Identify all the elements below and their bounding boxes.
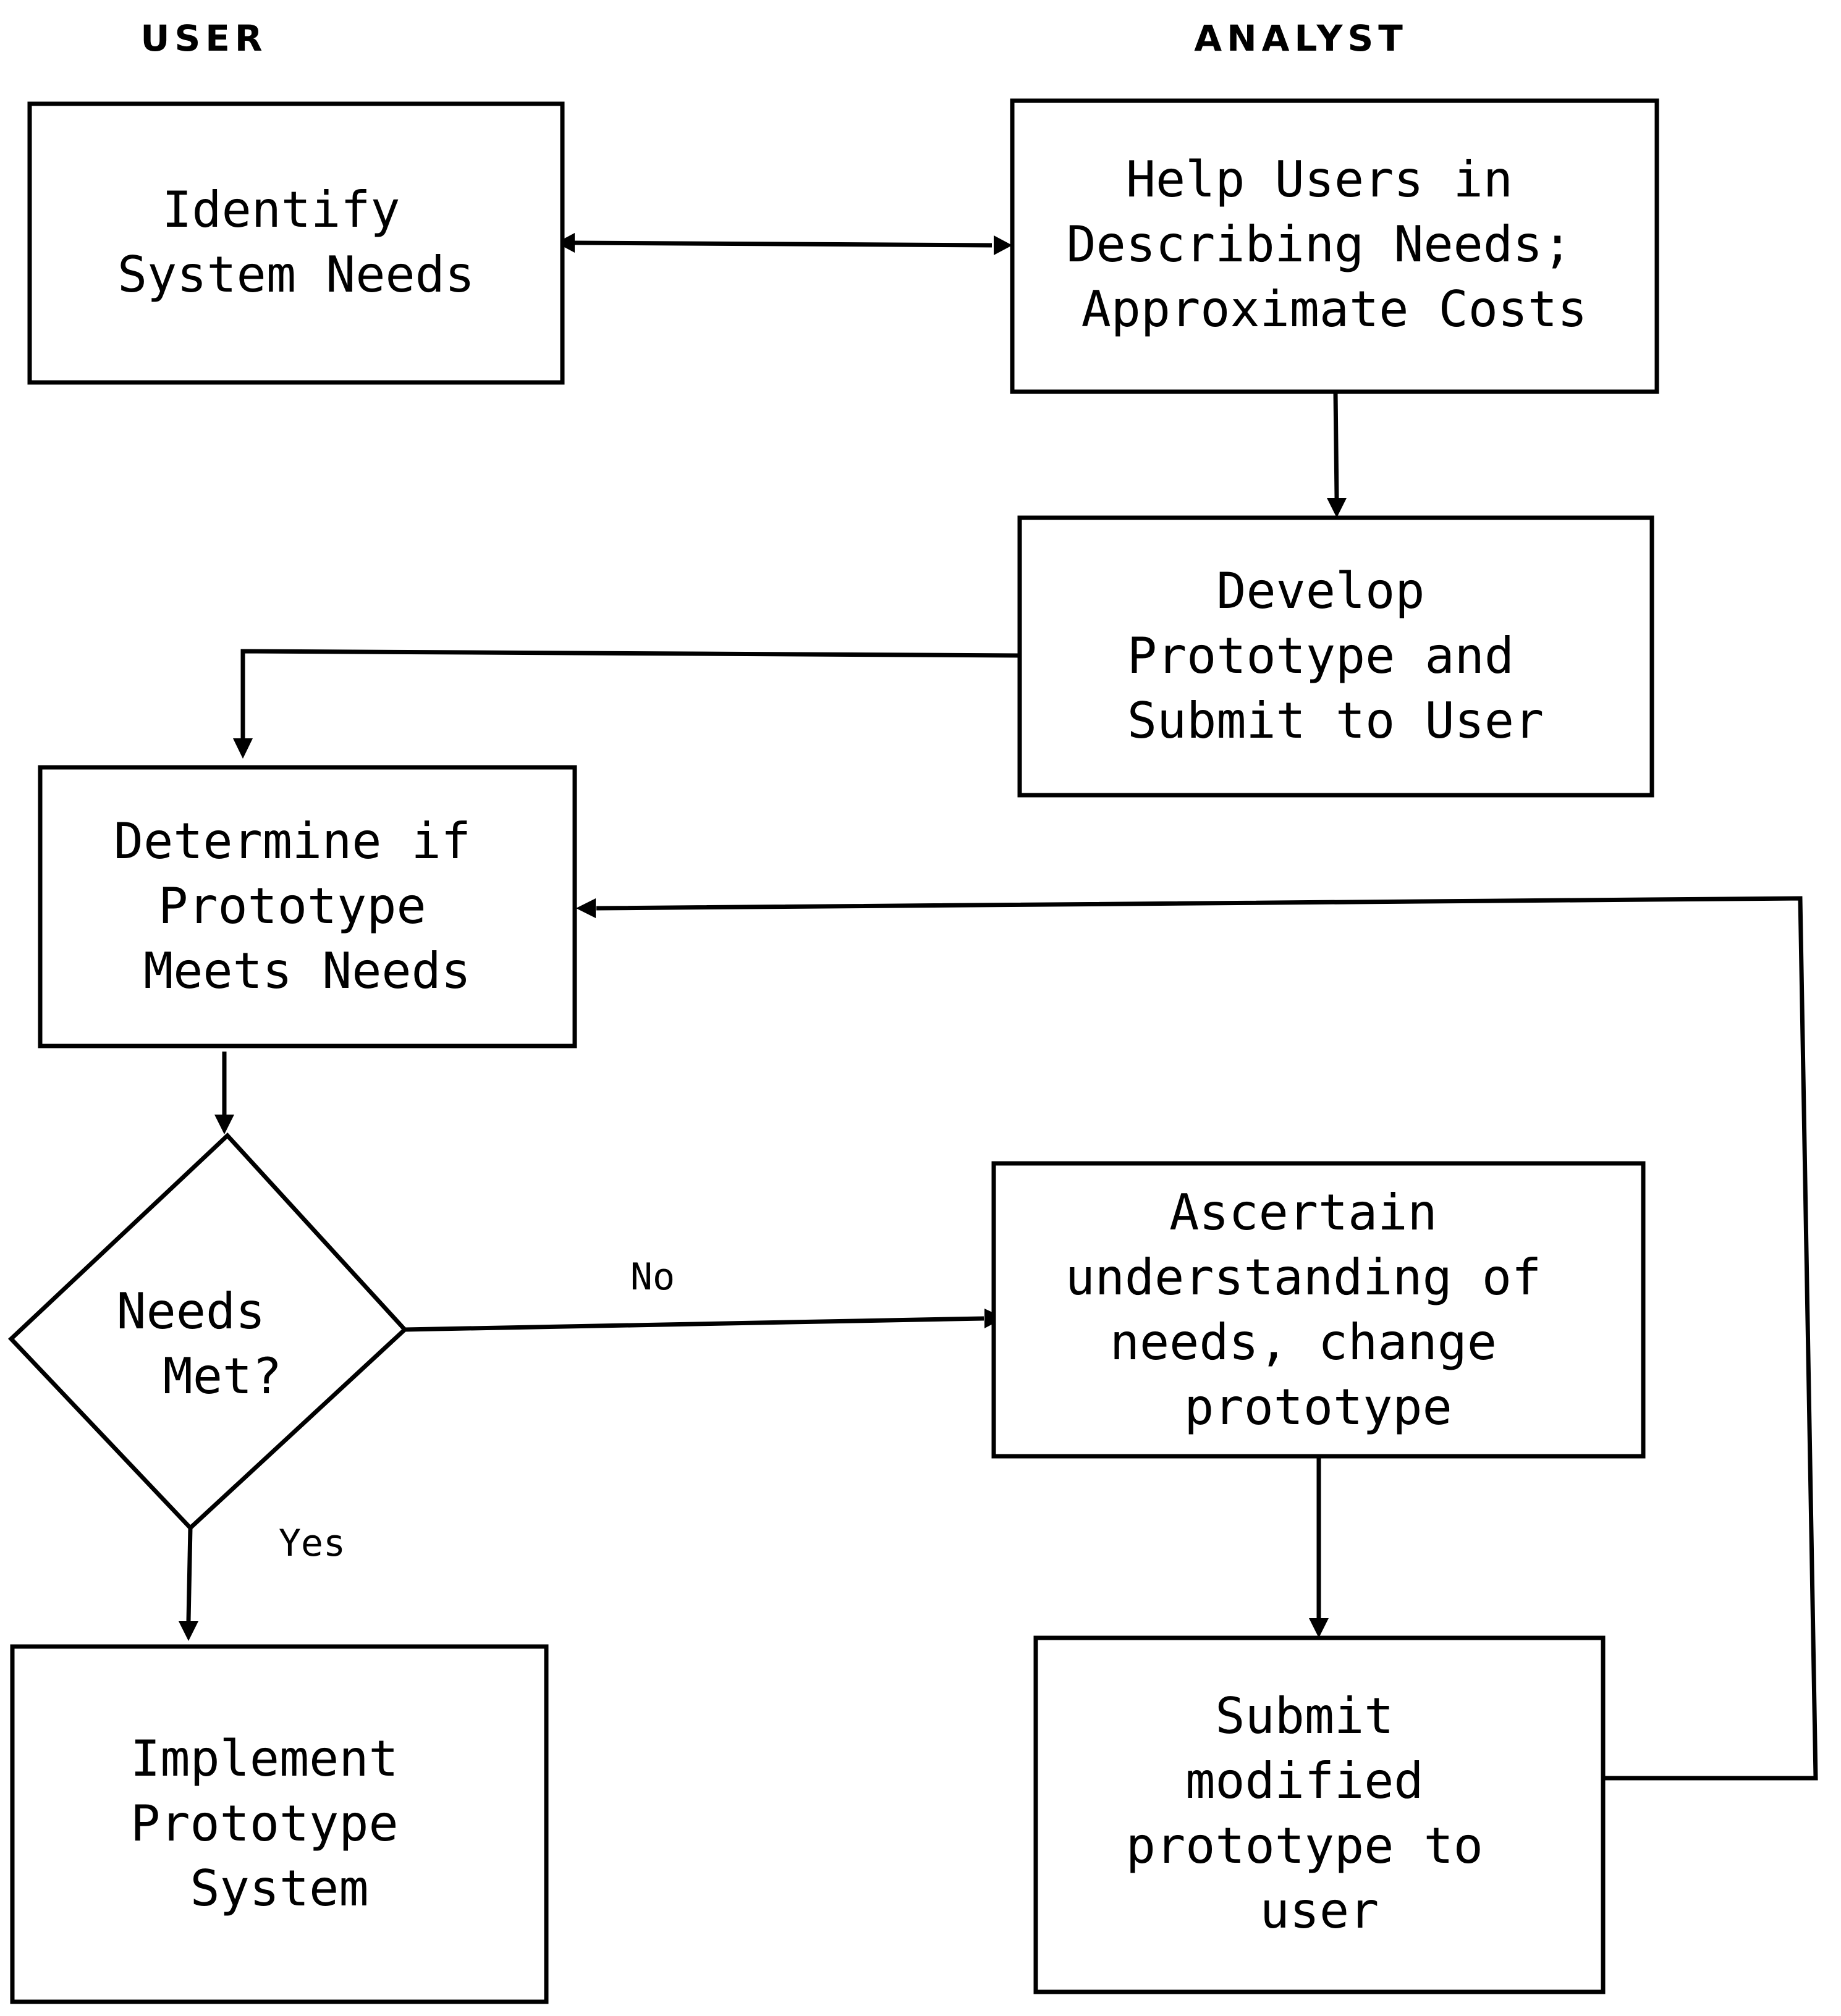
node-text-line: Implement xyxy=(130,1730,398,1787)
box-identify-system-needs xyxy=(27,101,565,385)
analyst-lane-header: ANALYST xyxy=(1194,17,1408,59)
node-text-line: Prototype xyxy=(158,877,426,935)
node-text-line: Ascertain xyxy=(1169,1184,1437,1241)
node-text-line: System xyxy=(190,1860,369,1917)
box-determine-meets-needs xyxy=(38,765,577,1048)
arrowhead-down-decision xyxy=(214,1115,234,1134)
connectors xyxy=(179,233,1818,1781)
decision-needs-met: Needs Met? xyxy=(8,1132,408,1531)
node-text-line: understanding of xyxy=(1065,1249,1542,1306)
node-text-line: prototype xyxy=(1184,1378,1452,1436)
node-text-line: Submit to User xyxy=(1127,692,1544,749)
arrowhead-down-submit xyxy=(1309,1618,1329,1638)
node-text-line: Submit xyxy=(1215,1687,1394,1745)
box-implement-prototype xyxy=(10,1644,549,2004)
edge-label-yes: Yes xyxy=(279,1522,345,1565)
process-ascertain-understanding: Ascertain understanding of needs, change… xyxy=(991,1161,1646,1459)
svg-text:Help Users in Describing: Help Users in Describing Needs; Approxim… xyxy=(1067,151,1602,338)
arrowhead-down-develop xyxy=(1327,498,1347,518)
node-text-line: Describing Needs; xyxy=(1067,216,1573,273)
process-help-users: Help Users in Describing Needs; Approxim… xyxy=(1010,98,1659,394)
svg-text:Ascertain understanding: Ascertain understanding of needs, change… xyxy=(1065,1184,1572,1436)
svg-text:Submit modified pr: Submit modified prototype to user xyxy=(1126,1687,1513,1939)
process-develop-prototype: Develop Prototype and Submit to User xyxy=(1017,515,1654,798)
process-determine-meets-needs: Determine if Prototype Meets Needs xyxy=(38,765,577,1048)
node-text-line: Needs xyxy=(117,1283,266,1340)
edge-identify-help xyxy=(571,240,992,248)
arrowhead-left-determine xyxy=(576,898,596,918)
svg-text:Needs Met?: Needs Met? xyxy=(117,1283,295,1405)
box-submit-modified xyxy=(1033,1635,1606,1994)
node-text-line: Met? xyxy=(163,1348,282,1405)
node-text-line: modified xyxy=(1185,1752,1423,1810)
process-identify-system-needs: Identify System Needs xyxy=(27,101,565,385)
arrowhead-down-implement xyxy=(179,1621,198,1641)
edge-loop-back xyxy=(596,896,1818,1781)
box-develop-prototype xyxy=(1017,515,1654,798)
edge-no xyxy=(404,1316,984,1332)
svg-text:Implement Prototype: Implement Prototype System xyxy=(130,1730,428,1917)
node-text-line: Meets Needs xyxy=(143,942,471,1000)
edge-help-develop xyxy=(1333,391,1339,499)
node-text-line: user xyxy=(1260,1882,1379,1939)
box-help-users xyxy=(1010,98,1659,394)
arrowhead-down-determine xyxy=(233,738,253,759)
node-text-line: Prototype and xyxy=(1127,627,1514,685)
svg-text:Identify System Needs: Identify System Needs xyxy=(117,181,475,303)
process-submit-modified: Submit modified prototype to user xyxy=(1033,1635,1606,1994)
svg-text:Develop Prototype and: Develop Prototype and Submit to User xyxy=(1127,562,1544,749)
box-ascertain-understanding xyxy=(991,1161,1646,1459)
node-text-line: Help Users in xyxy=(1126,151,1513,208)
node-text-line: Prototype xyxy=(130,1795,398,1852)
edge-yes xyxy=(186,1527,193,1622)
arrowhead-left-identify xyxy=(556,233,575,253)
node-text-line: System Needs xyxy=(117,246,475,303)
process-implement-prototype: Implement Prototype System xyxy=(10,1644,549,2004)
node-text-line: Identify xyxy=(162,181,400,238)
edge-label-no: No xyxy=(630,1255,675,1299)
node-text-line: prototype to xyxy=(1126,1817,1483,1875)
edge-develop-determine xyxy=(240,649,1020,738)
node-text-line: needs, change xyxy=(1110,1314,1497,1371)
svg-text:Determine if Prototype: Determine if Prototype Meets Needs xyxy=(114,812,501,1000)
diamond-needs-met xyxy=(8,1132,408,1531)
node-text-line: Approximate Costs xyxy=(1081,280,1588,338)
node-text-line: Develop xyxy=(1216,562,1424,620)
user-lane-header: USER xyxy=(140,17,267,59)
arrowhead-right-help xyxy=(994,235,1012,255)
node-text-line: Determine if xyxy=(114,812,471,870)
